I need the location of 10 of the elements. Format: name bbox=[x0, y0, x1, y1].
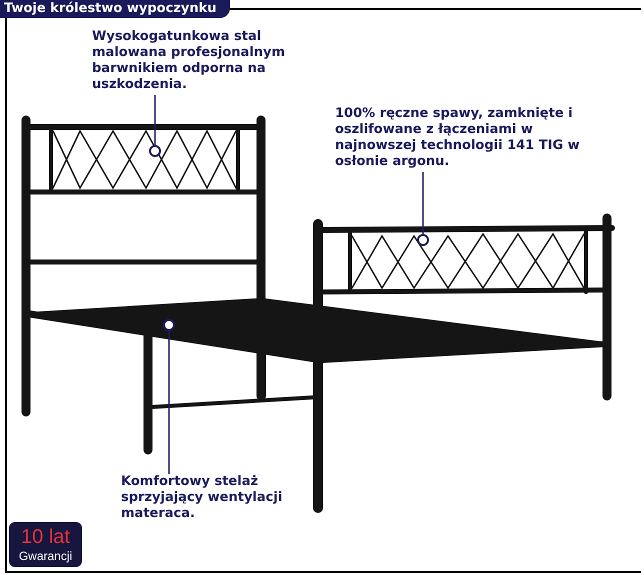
warranty-years: 10 lat bbox=[21, 527, 70, 547]
leader-line bbox=[154, 95, 156, 145]
leader-line bbox=[168, 331, 170, 474]
callout-text: 100% ręczne spawy, zamknięte i oszlifowane z łączeniami w najnowszej technologii 141 TIG w osłonie argonu. bbox=[335, 106, 581, 170]
header-tab: Twoje królestwo wypoczynku bbox=[0, 0, 230, 18]
callout-text: Wysokogatunkowa stal malowana profesjonalnym barwnikiem odporna na uszkodzenia. bbox=[92, 29, 286, 93]
warranty-label: Gwarancji bbox=[18, 550, 72, 562]
callout-text: Komfortowy stelaż sprzyjający wentylacji materaca. bbox=[121, 474, 284, 522]
leader-line bbox=[422, 172, 424, 234]
warranty-badge bbox=[9, 522, 82, 567]
